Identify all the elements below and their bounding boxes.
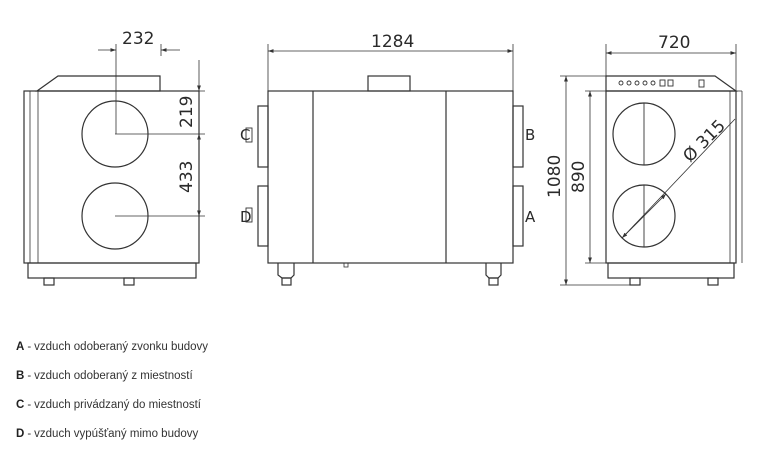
side-label-b: B: [525, 126, 535, 144]
legend-separator: -: [27, 370, 32, 382]
legend-text: vzduch privádzaný do miestností: [34, 399, 201, 411]
side-label-a: A: [525, 208, 536, 226]
dimension-720: 720: [658, 33, 690, 53]
dimension-1284: 1284: [371, 32, 414, 52]
legend-key: B: [16, 370, 25, 382]
legend-item-a: A-vzduch odoberaný zvonku budovy: [16, 336, 208, 365]
legend-text: vzduch odoberaný zvonku budovy: [34, 341, 209, 353]
side-label-d: D: [240, 208, 252, 226]
right-view: [560, 44, 743, 286]
legend-key: C: [16, 399, 25, 411]
dimension-219: 219: [177, 96, 197, 128]
middle-view-body: [267, 90, 514, 264]
middle-view: [245, 44, 524, 286]
legend-item-c: C-vzduch privádzaný do miestností: [16, 394, 208, 423]
middle-view-top-box: [367, 75, 411, 92]
right-view-panel-buttons: [618, 79, 705, 88]
legend-item-b: B-vzduch odoberaný z miestností: [16, 365, 208, 394]
technical-drawing: 232 219 433 1284 C D B A: [23, 29, 743, 286]
left-view-top-cover: [35, 75, 161, 92]
legend-text: vzduch vypúšťaný mimo budovy: [34, 428, 199, 440]
legend-key: D: [16, 428, 25, 440]
legend-item-d: D-vzduch vypúšťaný mimo budovy: [16, 423, 208, 452]
dimension-433: 433: [177, 161, 197, 193]
legend-separator: -: [27, 399, 32, 411]
left-view-body: [23, 90, 200, 264]
dimension-1080: 1080: [545, 155, 565, 198]
side-label-c: C: [240, 126, 250, 144]
dimension-diameter-315: Ø 315: [679, 116, 729, 166]
legend-text: vzduch odoberaný z miestností: [34, 370, 193, 382]
right-view-control-panel: [605, 75, 738, 92]
dimension-232: 232: [122, 29, 154, 49]
dimension-890: 890: [569, 161, 589, 193]
legend-separator: -: [27, 341, 32, 353]
right-view-body: [605, 90, 737, 264]
left-view: [23, 44, 205, 286]
left-view-base: [27, 262, 197, 279]
legend: A-vzduch odoberaný zvonku budovy B-vzduc…: [16, 336, 208, 452]
legend-key: A: [16, 341, 25, 353]
right-view-base: [607, 262, 735, 279]
legend-separator: -: [27, 428, 32, 440]
